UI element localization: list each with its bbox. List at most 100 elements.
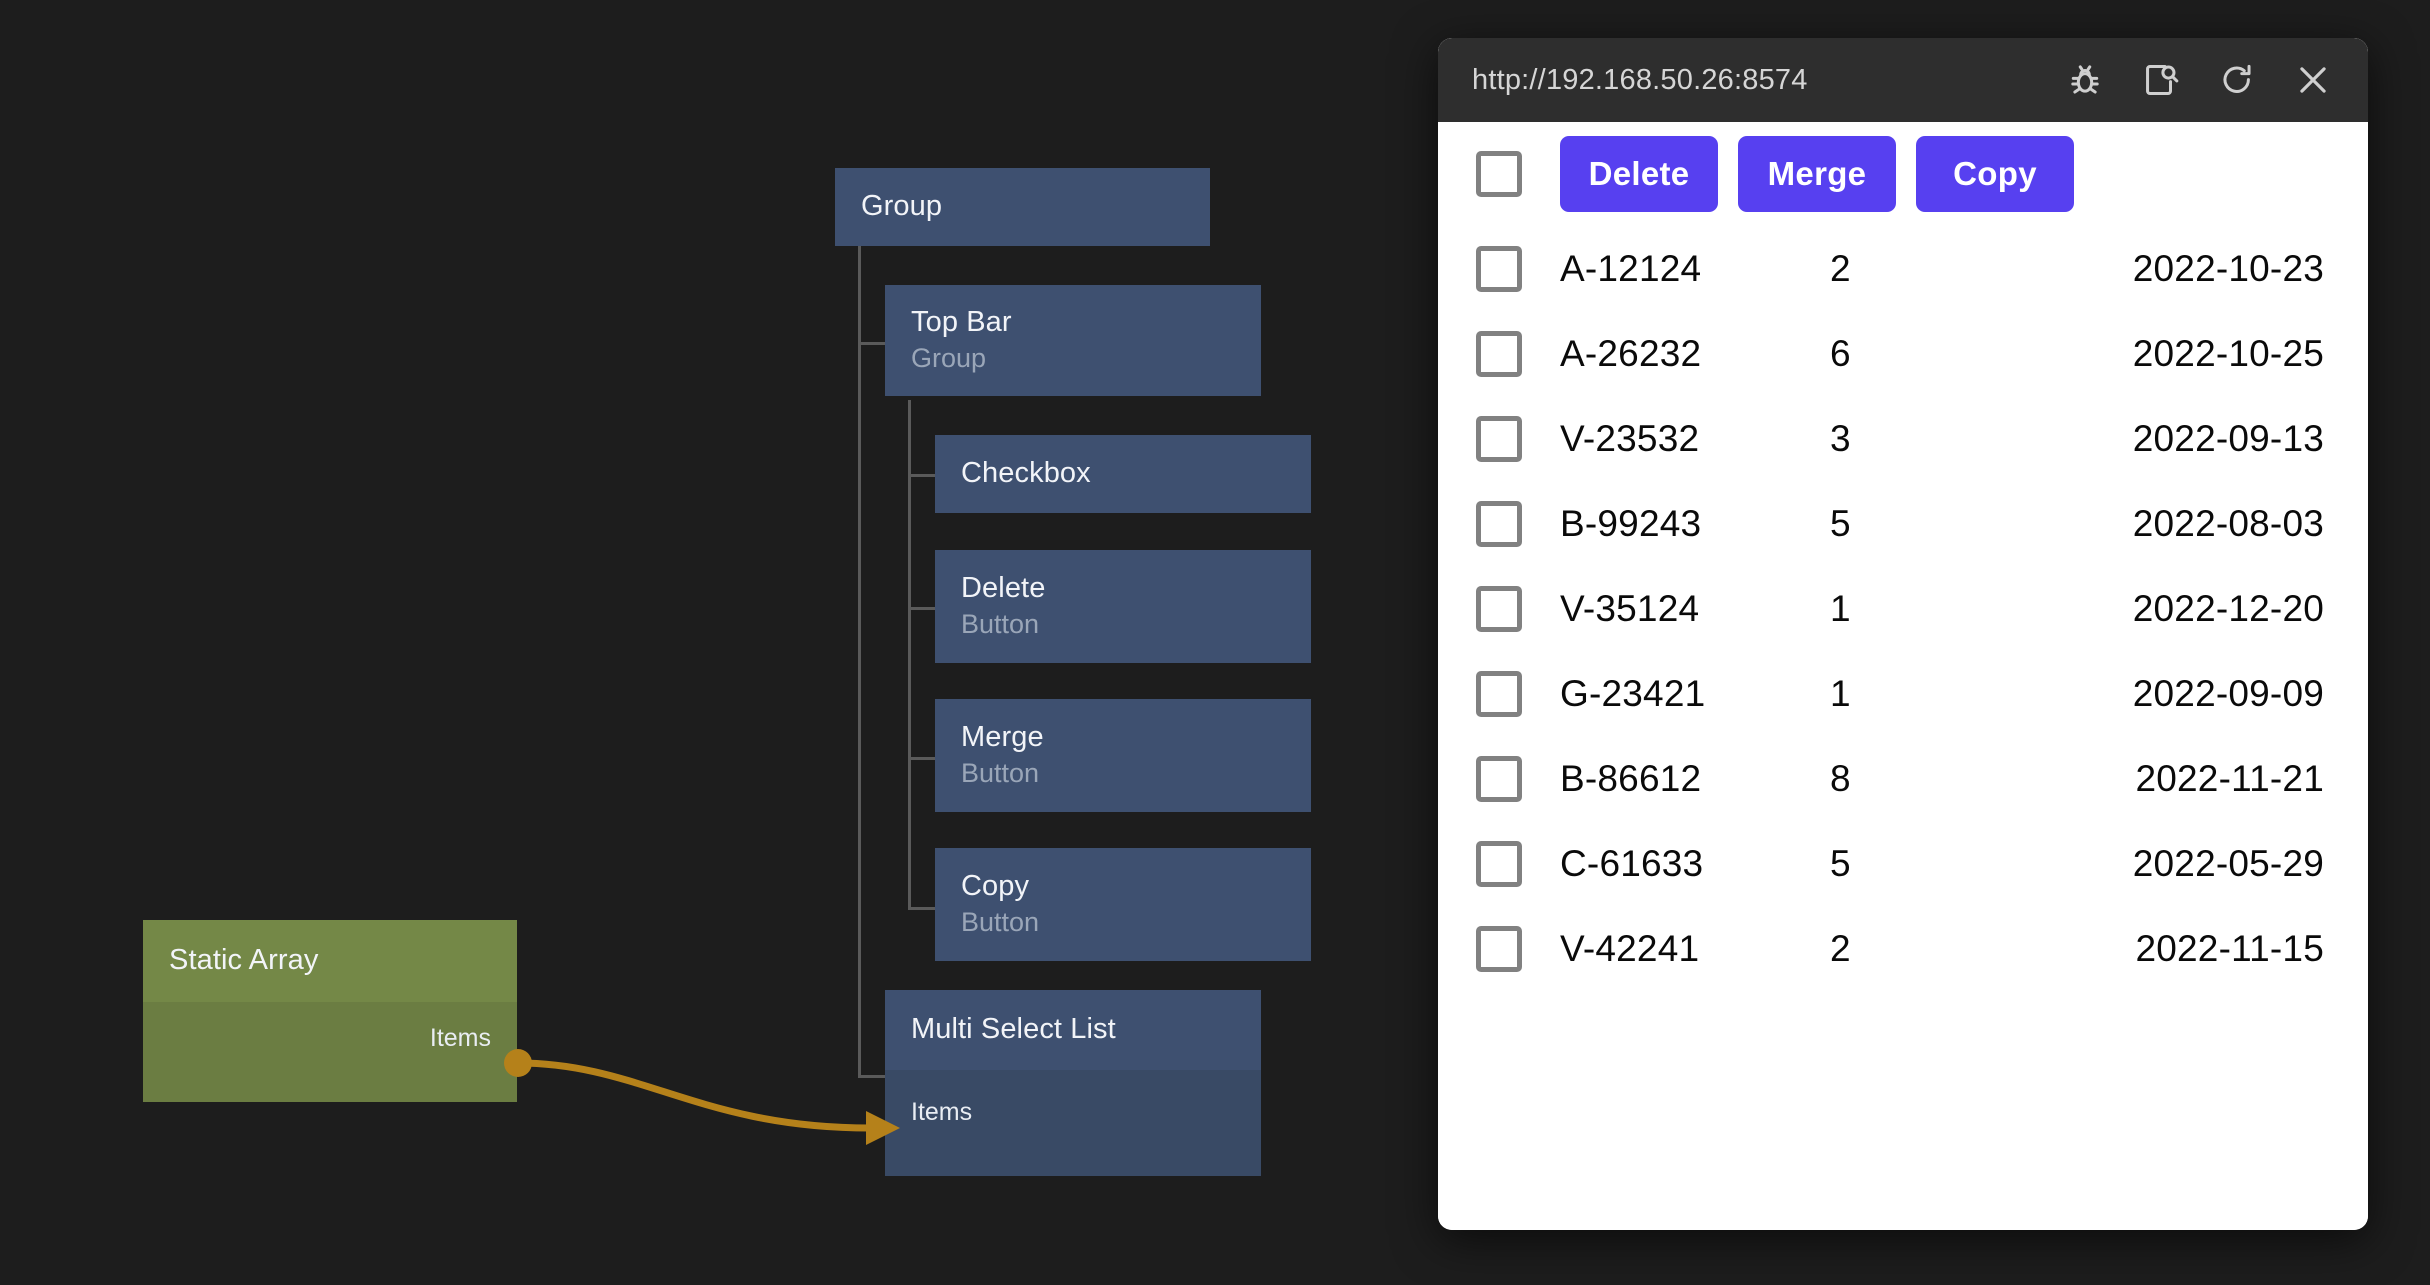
cell-id: A-26232 — [1560, 332, 1702, 374]
node-body: Items — [885, 1070, 1261, 1176]
bug-icon[interactable] — [2058, 53, 2112, 107]
node-top-bar[interactable]: Top Bar Group — [885, 285, 1261, 396]
cell-id: G-23421 — [1560, 672, 1706, 714]
inspect-element-icon[interactable] — [2134, 53, 2188, 107]
node-header: Top Bar Group — [885, 285, 1261, 396]
row-checkbox[interactable] — [1476, 755, 1522, 802]
cell-id: V-42241 — [1560, 927, 1700, 969]
row-checkbox[interactable] — [1476, 415, 1522, 462]
row-checkbox[interactable] — [1476, 925, 1522, 972]
cell-date: 2022-08-03 — [2132, 502, 2324, 544]
tree-guide-branch-delete — [908, 607, 938, 610]
top-bar-group: Delete Merge Copy — [1438, 122, 2368, 226]
cell-date: 2022-09-13 — [2132, 417, 2324, 459]
row-checkbox[interactable] — [1476, 330, 1522, 377]
cell-quantity: 1 — [1830, 672, 1851, 714]
cell-id: V-23532 — [1560, 417, 1700, 459]
input-port-items[interactable]: Items — [911, 1098, 972, 1127]
node-header: Group — [835, 168, 1210, 246]
merge-button[interactable]: Merge — [1738, 136, 1896, 212]
row-checkbox[interactable] — [1476, 670, 1522, 717]
node-title: Delete — [961, 572, 1046, 605]
url-bar[interactable]: http://192.168.50.26:8574 — [1472, 63, 1808, 96]
cell-id: C-61633 — [1560, 842, 1704, 884]
tree-guide-level1 — [858, 168, 861, 1078]
wire-static-array-to-multiselect — [517, 1059, 871, 1132]
reload-icon[interactable] — [2210, 53, 2264, 107]
node-title: Top Bar — [911, 306, 1012, 339]
cell-id: A-12124 — [1560, 247, 1702, 289]
node-group[interactable]: Group — [835, 168, 1210, 246]
node-title: Static Array — [169, 944, 319, 977]
tree-guide-branch-copy — [908, 907, 938, 910]
node-title: Multi Select List — [911, 1013, 1116, 1046]
list-item[interactable]: A-12124 2 2022-10-23 — [1438, 226, 2368, 311]
row-checkbox-cell — [1468, 585, 1560, 632]
row-checkbox-cell — [1468, 925, 1560, 972]
select-all-checkbox[interactable] — [1476, 151, 1522, 197]
cell-quantity: 2 — [1830, 927, 1851, 969]
output-port-items[interactable]: Items — [430, 1024, 491, 1053]
row-checkbox[interactable] — [1476, 500, 1522, 547]
list-item[interactable]: B-99243 5 2022-08-03 — [1438, 481, 2368, 566]
close-icon[interactable] — [2286, 53, 2340, 107]
cell-date: 2022-10-25 — [2132, 332, 2324, 374]
tree-guide-branch-topbar — [858, 342, 888, 345]
browser-preview-panel[interactable]: http://192.168.50.26:8574 — [1438, 38, 2368, 1230]
node-header: Delete Button — [935, 550, 1311, 663]
cell-quantity: 1 — [1830, 587, 1851, 629]
row-checkbox[interactable] — [1476, 840, 1522, 887]
list-item[interactable]: V-23532 3 2022-09-13 — [1438, 396, 2368, 481]
row-checkbox-cell — [1468, 245, 1560, 292]
cell-quantity: 8 — [1830, 757, 1851, 799]
node-copy-button[interactable]: Copy Button — [935, 848, 1311, 961]
tree-guide-branch-checkbox — [908, 474, 938, 477]
node-graph-canvas[interactable]: Group Top Bar Group Checkbox Delete Butt… — [0, 0, 1430, 1285]
node-multi-select-list[interactable]: Multi Select List Items — [885, 990, 1261, 1176]
browser-chrome-bar: http://192.168.50.26:8574 — [1438, 38, 2368, 122]
row-checkbox[interactable] — [1476, 585, 1522, 632]
row-checkbox-cell — [1468, 755, 1560, 802]
tree-guide-level2 — [908, 400, 911, 910]
node-static-array[interactable]: Static Array Items — [143, 920, 517, 1102]
delete-button[interactable]: Delete — [1560, 136, 1718, 212]
node-subtitle: Button — [961, 758, 1040, 789]
tree-guide-branch-merge — [908, 757, 938, 760]
port-label: Items — [911, 1098, 973, 1126]
row-checkbox-cell — [1468, 840, 1560, 887]
tree-guide-branch-multiselect — [858, 1075, 888, 1078]
node-header: Multi Select List — [885, 990, 1261, 1070]
row-checkbox-cell — [1468, 330, 1560, 377]
node-subtitle: Group — [911, 343, 987, 374]
cell-quantity: 2 — [1830, 247, 1851, 289]
copy-button[interactable]: Copy — [1916, 136, 2074, 212]
node-header: Checkbox — [935, 435, 1311, 513]
node-title: Group — [861, 190, 943, 223]
port-label: Items — [429, 1024, 491, 1052]
cell-date: 2022-05-29 — [2132, 842, 2324, 884]
cell-id: B-99243 — [1560, 502, 1702, 544]
cell-date: 2022-11-21 — [2135, 757, 2324, 799]
node-subtitle: Button — [961, 907, 1040, 938]
node-body: Items — [143, 1002, 517, 1102]
node-checkbox[interactable]: Checkbox — [935, 435, 1311, 513]
cell-quantity: 3 — [1830, 417, 1851, 459]
cell-quantity: 5 — [1830, 502, 1851, 544]
node-merge-button[interactable]: Merge Button — [935, 699, 1311, 812]
row-checkbox-cell — [1468, 670, 1560, 717]
cell-date: 2022-10-23 — [2132, 247, 2324, 289]
node-header: Merge Button — [935, 699, 1311, 812]
row-checkbox[interactable] — [1476, 245, 1522, 292]
cell-date: 2022-12-20 — [2132, 587, 2324, 629]
node-subtitle: Button — [961, 609, 1040, 640]
node-delete-button[interactable]: Delete Button — [935, 550, 1311, 663]
